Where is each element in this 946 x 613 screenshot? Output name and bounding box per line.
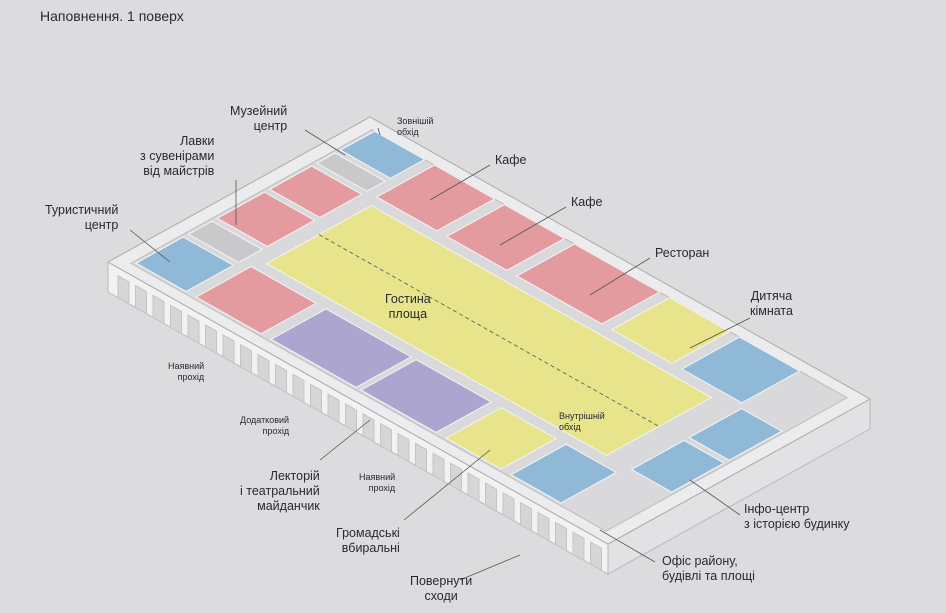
office-room: [510, 443, 618, 504]
label-existing-passage-2: Наявний прохід: [359, 472, 396, 493]
arcade-arch: [327, 393, 340, 424]
info-center-room: [680, 336, 801, 404]
label-inner-walkway: Внутрішній обхід: [559, 411, 605, 432]
arcade-arch: [555, 521, 567, 552]
service-room: [315, 152, 387, 192]
end-room-2: [688, 408, 783, 461]
lecture-hall-room-1: [270, 308, 413, 388]
arcade-arch: [292, 373, 305, 404]
label-souvenir-shops: Лавки з сувенірами від майстрів: [140, 134, 215, 178]
arcade-arch: [205, 324, 217, 355]
label-public-toilets: Громадські вбиральні: [336, 526, 400, 555]
label-museum-center: Музейний центр: [230, 104, 288, 133]
kids-room: [610, 297, 731, 364]
label-lecture-hall: Лекторій і театральний майданчик: [240, 469, 320, 513]
arcade-arch: [467, 472, 480, 503]
wc-room: [187, 220, 264, 263]
public-toilets-room: [445, 407, 558, 470]
arcade-arch: [117, 274, 130, 305]
leader-museum: [304, 129, 346, 156]
page-title: Наповнення. 1 поверх: [40, 8, 184, 24]
label-tourist-center: Туристичний центр: [45, 203, 119, 232]
leader-tourist: [129, 229, 171, 263]
label-restaurant: Ресторан: [655, 246, 710, 260]
end-room-1: [630, 439, 726, 493]
label-district-office: Офіс району, будівлі та площі: [662, 554, 755, 583]
arcade-arch: [240, 343, 252, 374]
arcade-arch: [135, 284, 147, 315]
label-cafe-1: Кафе: [495, 153, 527, 167]
souvenir-shop-room-2: [268, 165, 363, 219]
arcade-arch: [572, 531, 585, 562]
label-additional-passage: Додатковий прохід: [240, 415, 290, 436]
arcade-arch: [345, 403, 357, 434]
label-kids-room: Дитяча кімната: [750, 289, 793, 318]
leader-restaurant: [589, 257, 651, 296]
leader-outer-walk: [377, 127, 381, 136]
arcade-arch: [170, 304, 182, 335]
arcade-arch: [537, 511, 550, 542]
arcade-arch: [380, 422, 392, 453]
arcade-arch: [152, 294, 165, 325]
label-gostyna-square: Гостина площа: [385, 292, 431, 321]
lecture-hall-room-2: [360, 359, 493, 433]
arcade-arch: [187, 314, 200, 345]
leader-toilets: [403, 449, 491, 521]
inner-walkway-dashed-line: [318, 234, 660, 427]
label-outer-walkway: Зовнішій обхід: [397, 116, 434, 137]
arcade-arch: [257, 353, 270, 384]
label-cafe-2: Кафе: [571, 195, 603, 209]
arcade-arch: [275, 363, 287, 394]
arcade-arch: [415, 442, 427, 473]
arcade-arch: [432, 452, 445, 483]
arcade-arch: [222, 334, 235, 364]
leader-info: [689, 479, 741, 516]
leader-cafe-2: [499, 206, 567, 246]
cafe-room-2: [445, 204, 566, 271]
arcade-arch: [310, 383, 322, 414]
tourist-center-room: [135, 236, 235, 292]
leader-stairs: [459, 554, 521, 581]
arcade-arch: [485, 482, 497, 512]
label-info-center: Інфо-центр з історією будинку: [744, 502, 850, 531]
cafe-room-1: [375, 164, 496, 232]
leader-kids: [689, 317, 751, 349]
arcade-arch: [520, 501, 532, 532]
arcade-arch: [362, 412, 375, 443]
leader-lecture: [319, 419, 371, 461]
arcade-arch: [397, 432, 410, 463]
museum-center-room: [339, 130, 426, 179]
leader-office: [599, 529, 656, 563]
leader-cafe-1: [429, 164, 491, 201]
label-existing-passage-1: Наявний прохід: [168, 361, 205, 382]
arcade-arch: [502, 491, 515, 522]
restaurant-room: [515, 243, 661, 325]
souvenir-shop-room-1: [216, 191, 316, 248]
shop-room-left: [195, 266, 318, 335]
arcade-arch: [590, 541, 602, 572]
label-return-stairs: Повернути сходи: [410, 574, 473, 603]
